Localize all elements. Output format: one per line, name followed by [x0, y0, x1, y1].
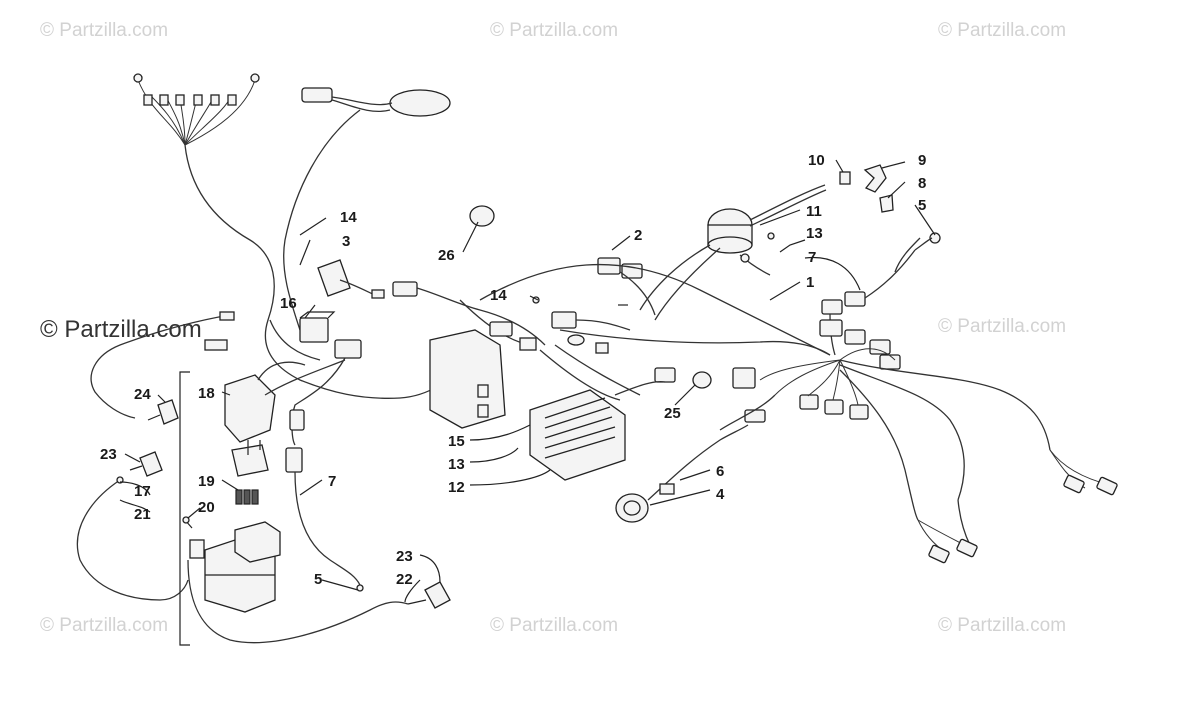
- callout-11: 11: [806, 203, 822, 220]
- callout-23-bottom: 23: [396, 548, 413, 565]
- callout-22: 22: [396, 571, 413, 588]
- callout-6: 6: [716, 463, 724, 480]
- callout-7-right: 7: [808, 249, 816, 266]
- callout-8: 8: [918, 175, 926, 192]
- right-connector-cluster: [759, 319, 901, 420]
- callout-24: 24: [134, 386, 151, 403]
- callout-numbers: 1 2 3 4 5 5 6 7 7 8 9 10 11 12 13 13 14 …: [100, 152, 926, 588]
- callout-10: 10: [808, 152, 825, 169]
- ignition-coil-11: [707, 184, 827, 254]
- callout-18: 18: [198, 385, 215, 402]
- callout-14-left: 14: [340, 209, 357, 226]
- callout-23-left: 23: [100, 446, 117, 463]
- callout-7-bottom: 7: [328, 473, 336, 490]
- watermark-main-left: © Partzilla.com: [40, 316, 202, 343]
- callout-9: 9: [918, 152, 926, 169]
- terminal-cap-22: [407, 581, 451, 609]
- key-switch-4: [615, 424, 749, 523]
- callout-25: 25: [664, 405, 681, 422]
- solenoid-18: [224, 359, 346, 477]
- watermark-bottom-right: © Partzilla.com: [938, 615, 1067, 636]
- watermark-bottom-left: © Partzilla.com: [40, 615, 169, 636]
- callout-26: 26: [438, 247, 455, 264]
- watermark-top-left: © Partzilla.com: [40, 20, 169, 41]
- headlight-connector: [301, 87, 451, 117]
- switch-3: [317, 259, 385, 299]
- watermark-bottom-center: © Partzilla.com: [490, 615, 619, 636]
- relay-16: [299, 311, 336, 343]
- callout-16: 16: [280, 295, 297, 312]
- watermark-top-right: © Partzilla.com: [938, 20, 1067, 41]
- harness-drawing: [76, 73, 1118, 646]
- callout-2: 2: [634, 227, 642, 244]
- callout-19: 19: [198, 473, 215, 490]
- callout-5-bottom: 5: [314, 571, 322, 588]
- watermark-mid-right: © Partzilla.com: [938, 316, 1067, 337]
- callout-4: 4: [716, 486, 725, 503]
- callout-1: 1: [806, 274, 814, 291]
- fuses-19: [235, 489, 259, 505]
- callout-13-center: 13: [448, 456, 465, 473]
- callout-17: 17: [134, 483, 151, 500]
- callout-15: 15: [448, 433, 465, 450]
- callout-13-right: 13: [806, 225, 823, 242]
- regulator-12: [529, 389, 626, 481]
- fuse-block: [189, 521, 281, 613]
- callout-14-center: 14: [490, 287, 507, 304]
- callout-12: 12: [448, 479, 465, 496]
- watermark-top-center: © Partzilla.com: [490, 20, 619, 41]
- leader-lines: [119, 159, 936, 603]
- callout-21: 21: [134, 506, 151, 523]
- right-end-connectors: [917, 449, 1118, 564]
- terminal-cap-23-left: [129, 451, 163, 477]
- terminal-cap-24: [147, 399, 179, 425]
- cdi-15: [429, 329, 506, 429]
- callout-20: 20: [198, 499, 215, 516]
- callout-3: 3: [342, 233, 350, 250]
- instrument-connector-fan: [133, 73, 260, 146]
- callout-5-right: 5: [918, 197, 926, 214]
